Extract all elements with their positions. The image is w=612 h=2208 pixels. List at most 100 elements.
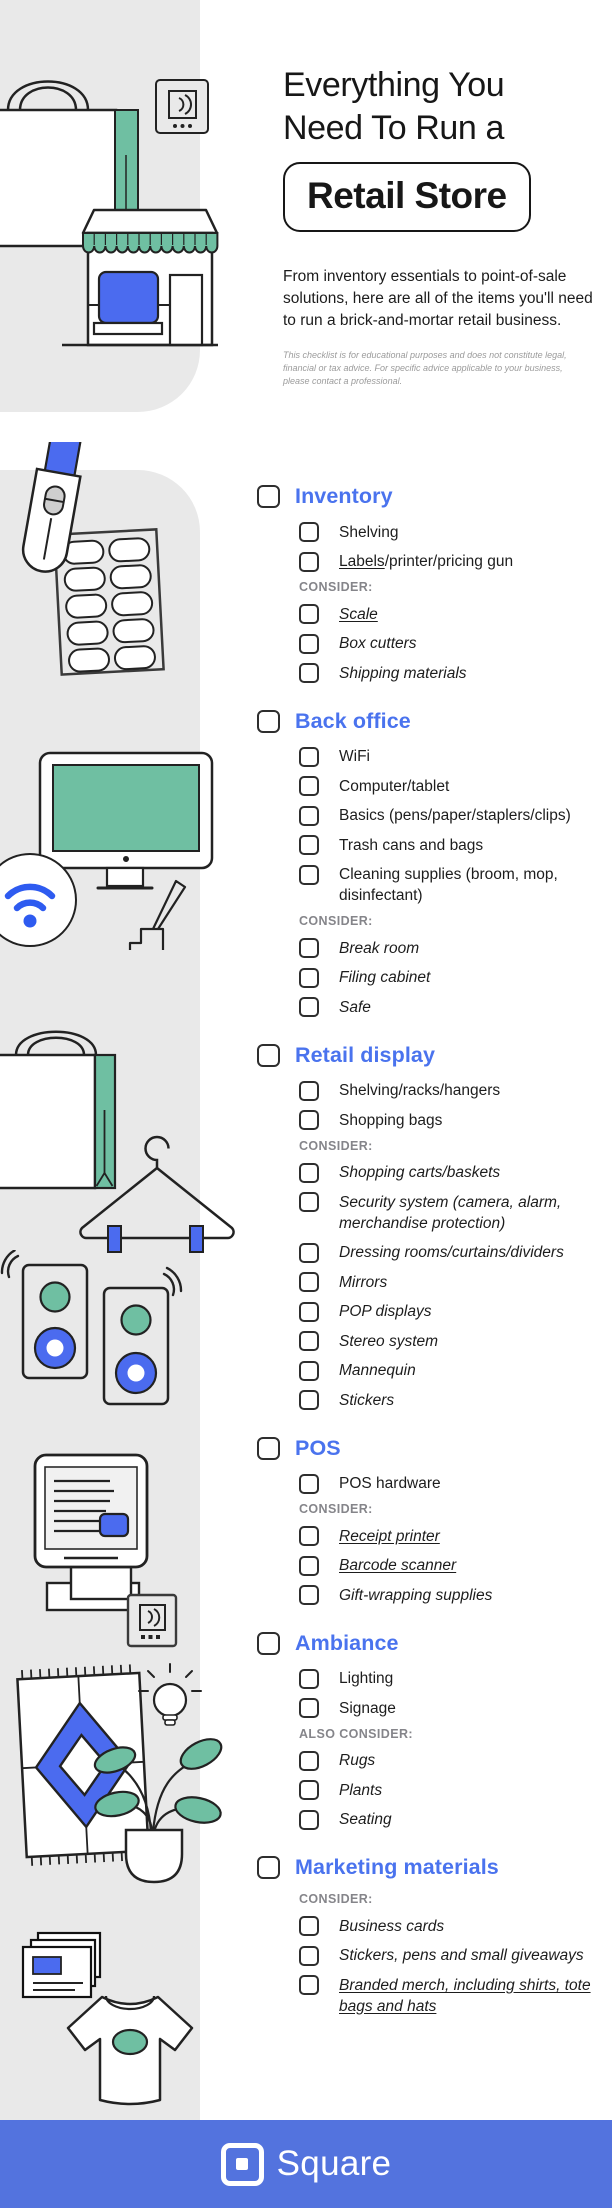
item-checkbox[interactable] — [299, 604, 319, 624]
checklist-item: Shopping bags — [299, 1109, 593, 1131]
section-checkbox[interactable] — [257, 1856, 280, 1879]
item-label: Shelving/racks/hangers — [339, 1080, 500, 1102]
checklist-item: Lighting — [299, 1668, 593, 1690]
item-link-text[interactable]: Branded merch, including shirts, tote ba… — [339, 1976, 591, 2015]
item-checkbox[interactable] — [299, 746, 319, 767]
item-checkbox[interactable] — [299, 663, 319, 683]
item-checkbox[interactable] — [299, 1473, 319, 1494]
item-checkbox[interactable] — [299, 805, 319, 826]
item-checkbox[interactable] — [299, 1668, 319, 1689]
item-label: Security system (camera, alarm, merchand… — [339, 1191, 593, 1234]
item-checkbox[interactable] — [299, 1698, 319, 1718]
checklist-item: Trash cans and bags — [299, 834, 593, 856]
item-text: Shopping carts/baskets — [339, 1164, 501, 1181]
item-label: Labels/printer/pricing gun — [339, 551, 513, 573]
consider-label: ALSO CONSIDER: — [299, 1726, 413, 1741]
checklist-item: Rugs — [299, 1750, 593, 1772]
section-checkbox[interactable] — [257, 1436, 280, 1460]
item-label: Shopping bags — [339, 1109, 442, 1131]
item-text: Stickers, pens and small giveaways — [339, 1947, 584, 1964]
item-link-text[interactable]: Barcode scanner — [339, 1557, 457, 1574]
item-checkbox[interactable] — [299, 1110, 319, 1130]
item-label: Barcode scanner — [339, 1555, 456, 1577]
square-logo-icon — [220, 2142, 264, 2186]
item-link-text[interactable]: Receipt printer — [339, 1527, 440, 1545]
consider-label: CONSIDER: — [299, 914, 373, 928]
item-link-text[interactable]: Labels — [339, 553, 385, 570]
item-checkbox[interactable] — [299, 835, 319, 855]
item-checkbox[interactable] — [299, 1526, 319, 1546]
item-checkbox[interactable] — [299, 1390, 319, 1410]
item-checkbox[interactable] — [299, 1192, 319, 1212]
consider-label: CONSIDER: — [299, 580, 373, 594]
item-text: Shelving/racks/hangers — [339, 1082, 501, 1099]
item-checkbox[interactable] — [299, 522, 319, 542]
item-checkbox[interactable] — [299, 997, 319, 1017]
square-logo-inner — [236, 2158, 249, 2170]
item-label: Rugs — [339, 1750, 375, 1772]
item-checkbox[interactable] — [299, 1585, 319, 1605]
checklist-item: Branded merch, including shirts, tote ba… — [299, 1974, 593, 2017]
section-checkbox[interactable] — [257, 485, 280, 508]
item-checkbox[interactable] — [299, 1331, 319, 1351]
item-checkbox[interactable] — [299, 1780, 319, 1800]
item-text: Signage — [339, 1699, 396, 1717]
item-checkbox[interactable] — [299, 1301, 319, 1322]
section-checkbox[interactable] — [257, 709, 280, 733]
item-link-text[interactable]: Scale — [339, 605, 378, 623]
section-title: Marketing materials — [295, 1855, 499, 1879]
section-checkbox[interactable] — [257, 1043, 280, 1067]
section-header: POS — [257, 1436, 593, 1461]
checklist-item: POS hardware — [299, 1473, 593, 1495]
item-checkbox[interactable] — [299, 967, 319, 988]
item-label: Stickers, pens and small giveaways — [339, 1945, 584, 1967]
item-checkbox[interactable] — [299, 1916, 319, 1936]
item-checkbox[interactable] — [299, 1242, 319, 1263]
item-label: Trash cans and bags — [339, 834, 483, 856]
checklist-item: Break room — [299, 937, 593, 959]
item-text: Break room — [339, 939, 420, 957]
item-checkbox[interactable] — [299, 1555, 319, 1576]
item-label: Scale — [339, 603, 378, 625]
item-checkbox[interactable] — [299, 1162, 319, 1183]
item-checkbox[interactable] — [299, 551, 319, 572]
item-checkbox[interactable] — [299, 1809, 319, 1830]
item-text: POS hardware — [339, 1475, 441, 1492]
gray-band-top — [0, 0, 200, 412]
item-text: Cleaning supplies (broom, mop, disinfect… — [339, 866, 558, 904]
checklist-item: Barcode scanner — [299, 1555, 593, 1577]
section-header: Ambiance — [257, 1631, 593, 1656]
checklist-item: Gift-wrapping supplies — [299, 1584, 593, 1606]
item-checkbox[interactable] — [299, 1945, 319, 1966]
item-checkbox[interactable] — [299, 1750, 319, 1771]
checklist-item: Plants — [299, 1779, 593, 1801]
checklist-item: Cleaning supplies (broom, mop, disinfect… — [299, 864, 593, 907]
item-checkbox[interactable] — [299, 1360, 319, 1381]
item-checkbox[interactable] — [299, 864, 319, 885]
item-checkbox[interactable] — [299, 1272, 319, 1292]
section-checkbox[interactable] — [257, 1631, 280, 1655]
title-line-2: Need To Run a — [283, 109, 504, 147]
section-title: Back office — [295, 708, 411, 733]
item-text: Safe — [339, 998, 371, 1016]
item-checkbox[interactable] — [299, 1975, 319, 1995]
checklist-item: Safe — [299, 996, 593, 1018]
item-text: Rugs — [339, 1752, 376, 1769]
item-checkbox[interactable] — [299, 776, 319, 796]
item-text: Computer/tablet — [339, 777, 450, 795]
item-label: Box cutters — [339, 633, 417, 655]
item-checkbox[interactable] — [299, 1080, 319, 1101]
item-checkbox[interactable] — [299, 938, 319, 958]
item-text: Plants — [339, 1781, 383, 1799]
item-checkbox[interactable] — [299, 633, 319, 654]
consider-label: CONSIDER: — [299, 1502, 373, 1516]
checklist-item: Filing cabinet — [299, 967, 593, 989]
item-text: Box cutters — [339, 635, 417, 652]
